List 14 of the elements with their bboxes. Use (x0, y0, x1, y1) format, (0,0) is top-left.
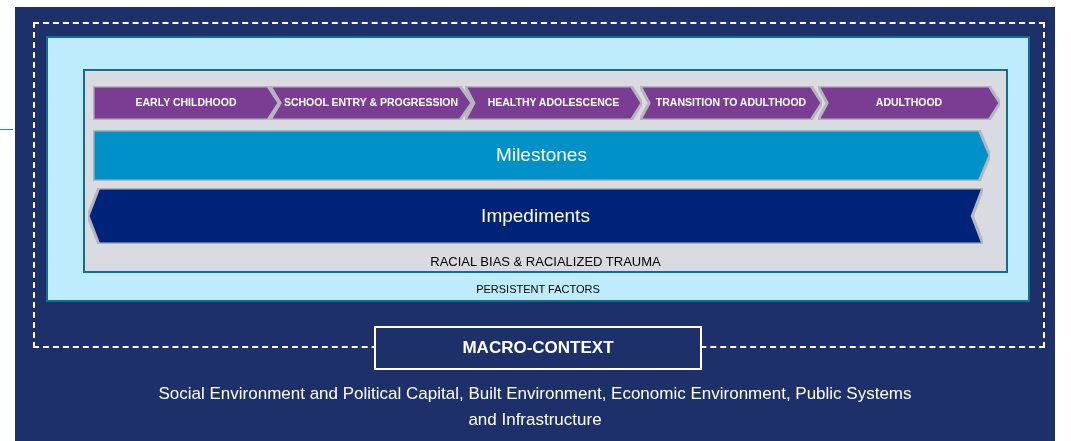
panel-label: RACIAL BIAS & RACIALIZED TRAUMA (429, 254, 662, 270)
stage-banner: SCHOOL ENTRY & PROGRESSION (270, 86, 472, 120)
context-heading: MACRO-CONTEXT (374, 326, 702, 370)
panel-label: PERSISTENT FACTORS (475, 282, 601, 296)
stage-banner: TRANSITION TO ADULTHOOD (640, 86, 822, 120)
context-panel (15, 7, 1055, 441)
impediments-band: Impediments (88, 188, 983, 244)
context-description: Social Environment and Political Capital, Built Environment, Economic Environment, Public Systems and Infrastructure (157, 383, 913, 431)
stage-banner: HEALTHY ADOLESCENCE (465, 86, 642, 120)
milestones-band: Milestones (93, 130, 990, 181)
factors-panel (46, 36, 1030, 302)
stage-banner: ADULTHOOD (818, 86, 1000, 120)
stage-banner: EARLY CHILDHOOD (93, 86, 279, 120)
bias-panel (83, 69, 1008, 273)
